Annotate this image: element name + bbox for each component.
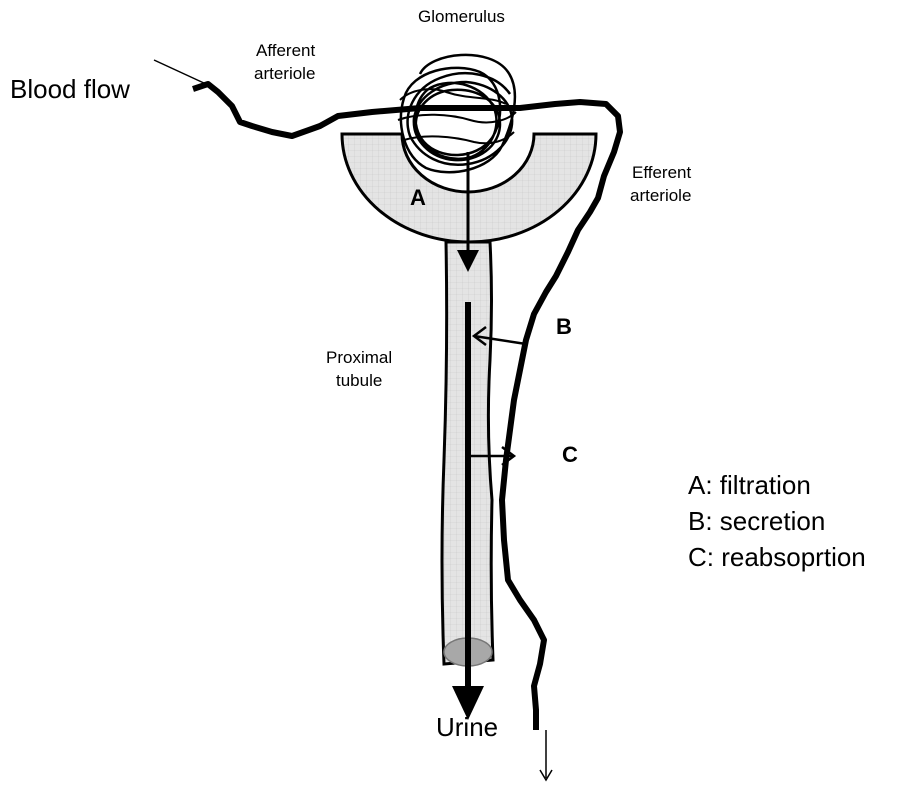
glomerulus-tuft <box>401 55 515 172</box>
label-C: C <box>562 442 578 467</box>
efferent-label-line2: arteriole <box>630 186 691 205</box>
legend-item-reabsorption: C: reabsoprtion <box>688 542 866 572</box>
afferent-label-line2: arteriole <box>254 64 315 83</box>
proximal-label-line1: Proximal <box>326 348 392 367</box>
blood-flow-pointer <box>154 60 206 84</box>
blood-flow-label: Blood flow <box>10 74 130 104</box>
afferent-label-line1: Afferent <box>256 41 316 60</box>
glomerulus-label: Glomerulus <box>418 7 505 26</box>
legend-item-filtration: A: filtration <box>688 470 811 500</box>
urine-label: Urine <box>436 712 498 742</box>
label-B: B <box>556 314 572 339</box>
label-A: A <box>410 185 426 210</box>
legend-item-secretion: B: secretion <box>688 506 825 536</box>
efferent-label-line1: Efferent <box>632 163 692 182</box>
proximal-label-line2: tubule <box>336 371 382 390</box>
